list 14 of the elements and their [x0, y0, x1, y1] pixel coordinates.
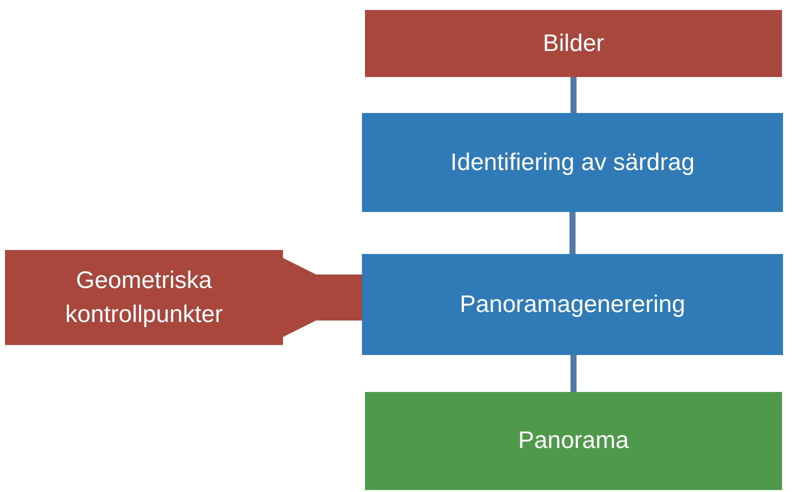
process-box	[362, 113, 783, 212]
process-box	[365, 10, 782, 77]
box-label: Bilder	[542, 28, 604, 58]
process-box	[5, 250, 283, 345]
box-label: Identifiering av särdrag	[450, 148, 695, 178]
connector-line	[570, 77, 576, 113]
arrow	[281, 258, 362, 338]
connector-line	[570, 355, 576, 392]
process-box	[362, 254, 783, 355]
box-label: Panorama	[518, 426, 629, 456]
connector-line	[570, 212, 576, 254]
process-box	[365, 392, 782, 490]
box-label: Geometriska kontrollpunkter	[64, 266, 224, 330]
box-label: Panoramagenerering	[460, 290, 686, 320]
